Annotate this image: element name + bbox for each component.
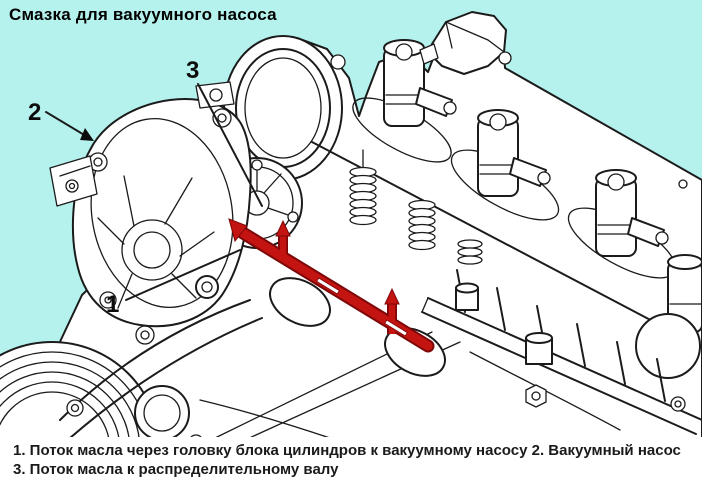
callout-1: 1 <box>106 249 241 318</box>
vacuum-pump <box>49 81 252 328</box>
ignition-coils <box>383 11 702 333</box>
timing-opening <box>223 35 346 181</box>
valve-cover <box>311 97 701 347</box>
oil-arrow-cam-left <box>275 219 291 237</box>
oil-flow-path <box>228 218 435 353</box>
callout-3-number: 3 <box>186 57 199 84</box>
callout-2-number: 2 <box>28 99 41 126</box>
page-title: Смазка для вакуумного насоса <box>9 5 277 24</box>
valve-springs <box>349 149 483 265</box>
lifting-eyelet <box>195 275 219 299</box>
callout-2: 2 <box>28 99 94 141</box>
oil-arrow-to-pump <box>228 218 248 243</box>
callout-1-number: 1 <box>106 291 119 318</box>
oil-arrow-cam-right <box>384 287 400 305</box>
figure-caption: 1. Поток масла через головку блока цилин… <box>0 436 702 482</box>
callout-3: 3 <box>186 57 263 207</box>
